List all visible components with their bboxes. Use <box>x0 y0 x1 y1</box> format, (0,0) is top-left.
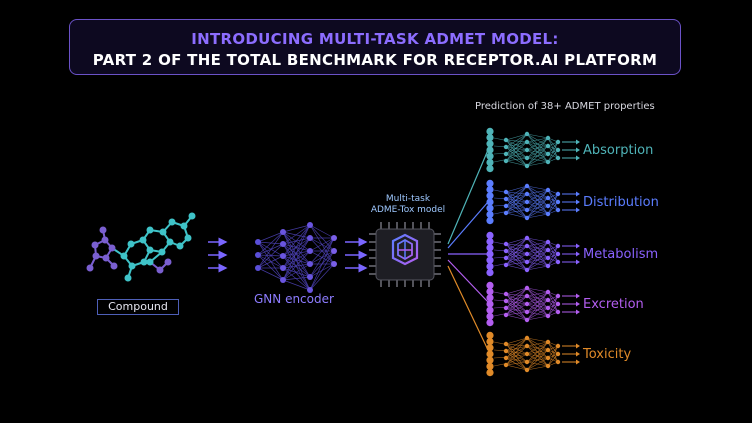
output-network-metabolism <box>486 231 580 277</box>
output-label-excretion: Excretion <box>583 297 644 312</box>
encoder-node <box>255 239 261 245</box>
chip-caption-line-1: Multi-task <box>385 194 431 204</box>
molecule-icon <box>86 212 196 282</box>
encoder-node <box>280 265 286 271</box>
fan-lines <box>447 149 489 351</box>
compound-label: Compound <box>97 299 179 315</box>
encoder-node <box>255 265 261 271</box>
chip-caption: Multi-task ADME-Tox model <box>366 194 450 216</box>
encoder-node <box>307 248 313 254</box>
chip-caption-line-2: ADME-Tox model <box>370 205 446 215</box>
gnn-encoder-network <box>255 222 337 293</box>
encoder-node <box>280 277 286 283</box>
title-banner: INTRODUCING MULTI-TASK ADMET MODEL: PART… <box>69 19 681 75</box>
encoder-node <box>280 241 286 247</box>
encoder-node <box>307 287 313 293</box>
encoder-node <box>280 253 286 259</box>
output-label-distribution: Distribution <box>583 195 659 210</box>
output-network-absorption <box>486 127 580 173</box>
output-network-toxicity <box>486 331 580 377</box>
arrows-to-chip <box>345 237 368 273</box>
arrows-to-encoder <box>208 237 228 273</box>
chip-icon <box>369 222 441 287</box>
encoder-node <box>307 274 313 280</box>
output-networks <box>486 127 580 377</box>
encoder-node <box>255 252 261 258</box>
encoder-node <box>280 229 286 235</box>
encoder-caption: GNN encoder <box>254 292 334 306</box>
title-line-1: INTRODUCING MULTI-TASK ADMET MODEL: <box>191 30 559 48</box>
output-network-excretion <box>486 281 580 327</box>
encoder-node <box>307 222 313 228</box>
title-line-2: PART 2 OF THE TOTAL BENCHMARK FOR RECEPT… <box>92 51 658 69</box>
output-label-absorption: Absorption <box>583 143 654 158</box>
encoder-node <box>331 235 337 241</box>
encoder-node <box>307 261 313 267</box>
encoder-node <box>307 235 313 241</box>
encoder-node <box>331 261 337 267</box>
output-network-distribution <box>486 179 580 225</box>
encoder-node <box>331 248 337 254</box>
prediction-caption: Prediction of 38+ ADMET properties <box>475 101 655 112</box>
output-label-metabolism: Metabolism <box>583 247 659 262</box>
output-label-toxicity: Toxicity <box>583 347 632 362</box>
